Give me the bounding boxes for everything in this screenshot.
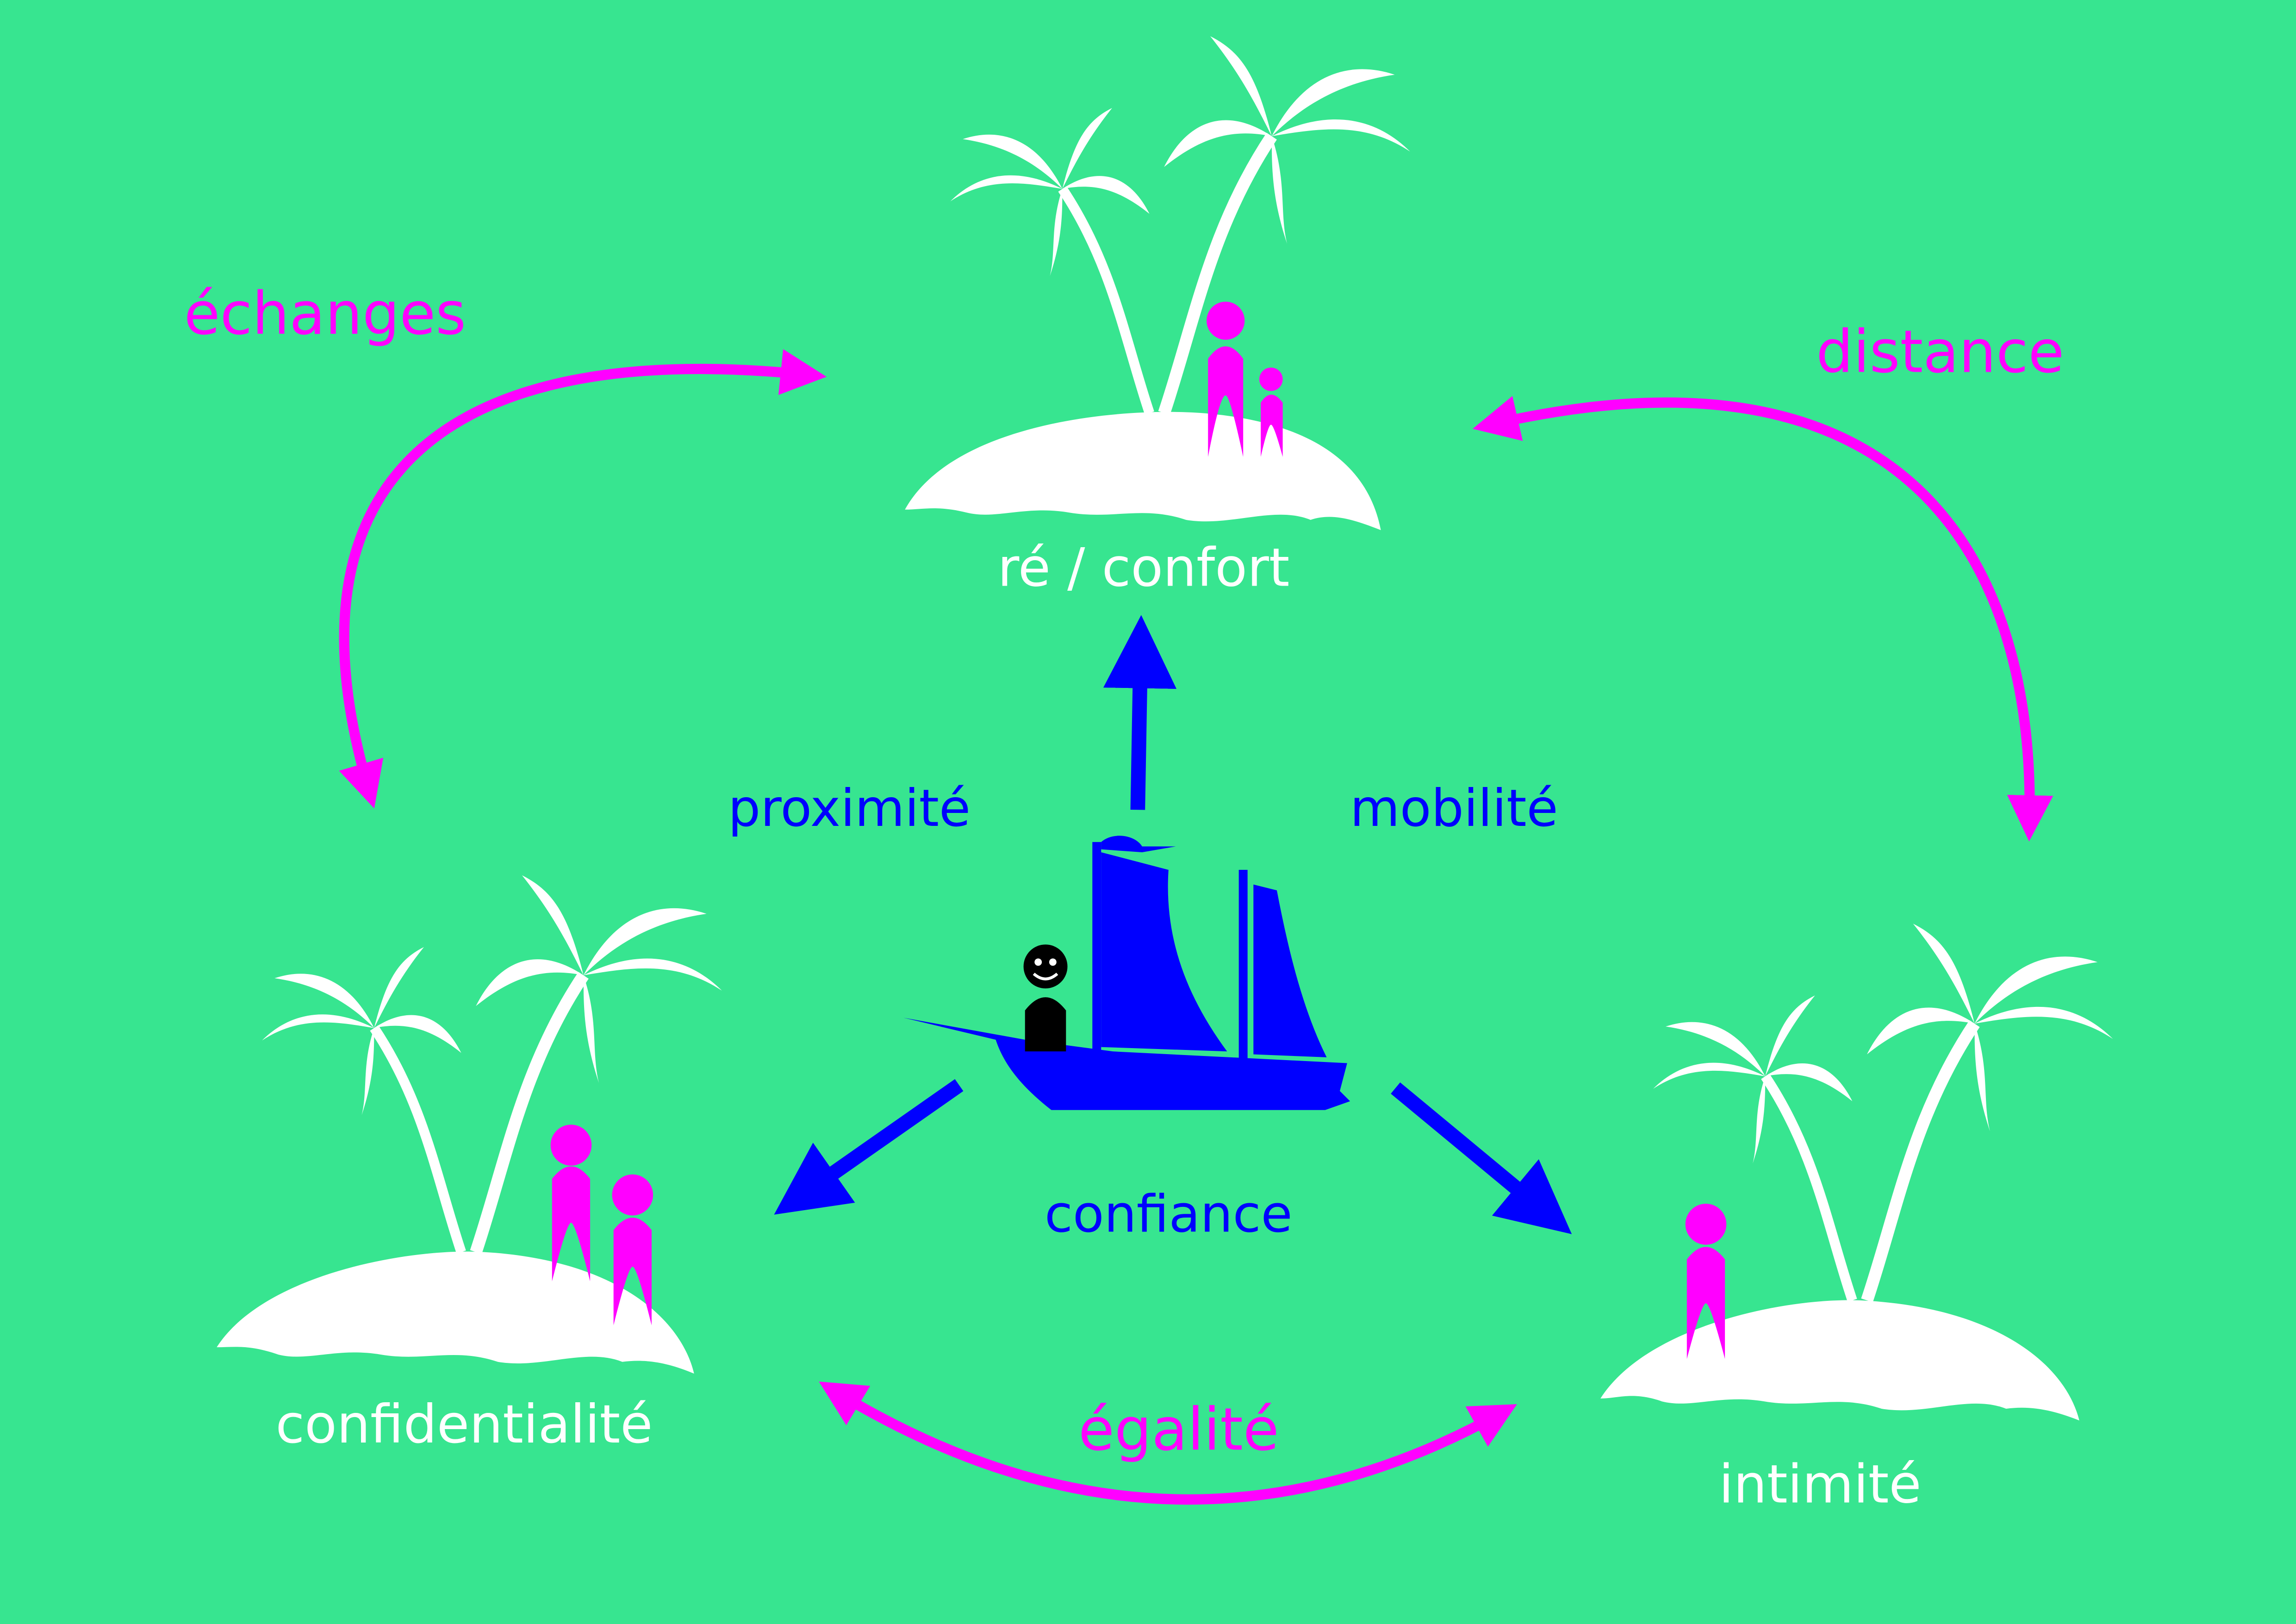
palm-tree-icon [1653, 995, 1852, 1300]
arrow-egalite [819, 1381, 1517, 1505]
arrow-echanges [339, 349, 827, 809]
sailboat-icon [903, 836, 1350, 1110]
palm-tree-icon [1867, 924, 2113, 1300]
arrow-distance [1473, 396, 2053, 842]
island-label-top: ré / confort [998, 537, 1290, 598]
boat-label-proximite: proximité [728, 779, 971, 838]
arrow-to-top [1103, 615, 1177, 810]
person-icon [1685, 1204, 1727, 1359]
island-shape [905, 412, 1381, 531]
relation-label-egalite: égalité [1078, 1396, 1279, 1464]
palm-tree-icon [1164, 36, 1410, 413]
boat-label-confiance: confiance [1045, 1184, 1293, 1244]
island-shape [1600, 1300, 2079, 1421]
island-label-left: confidentialité [276, 1393, 653, 1455]
palm-tree-icon [476, 875, 722, 1252]
boat-label-mobilite: mobilité [1350, 779, 1558, 838]
island-top: ré / confort [905, 36, 1410, 598]
island-label-right: intimité [1719, 1453, 1921, 1515]
island-shape [217, 1251, 694, 1374]
relation-label-echanges: échanges [184, 280, 467, 348]
person-icon [1207, 301, 1283, 457]
relation-label-distance: distance [1816, 318, 2064, 386]
island-left: confidentialité [217, 875, 722, 1455]
palm-tree-icon [950, 108, 1149, 413]
arrow-to-left [774, 1079, 964, 1215]
sailor-icon [1023, 944, 1068, 1052]
palm-tree-icon [262, 947, 461, 1252]
arrow-to-right [1391, 1082, 1572, 1234]
island-right: intimité [1600, 924, 2113, 1515]
person-icon [550, 1124, 653, 1325]
